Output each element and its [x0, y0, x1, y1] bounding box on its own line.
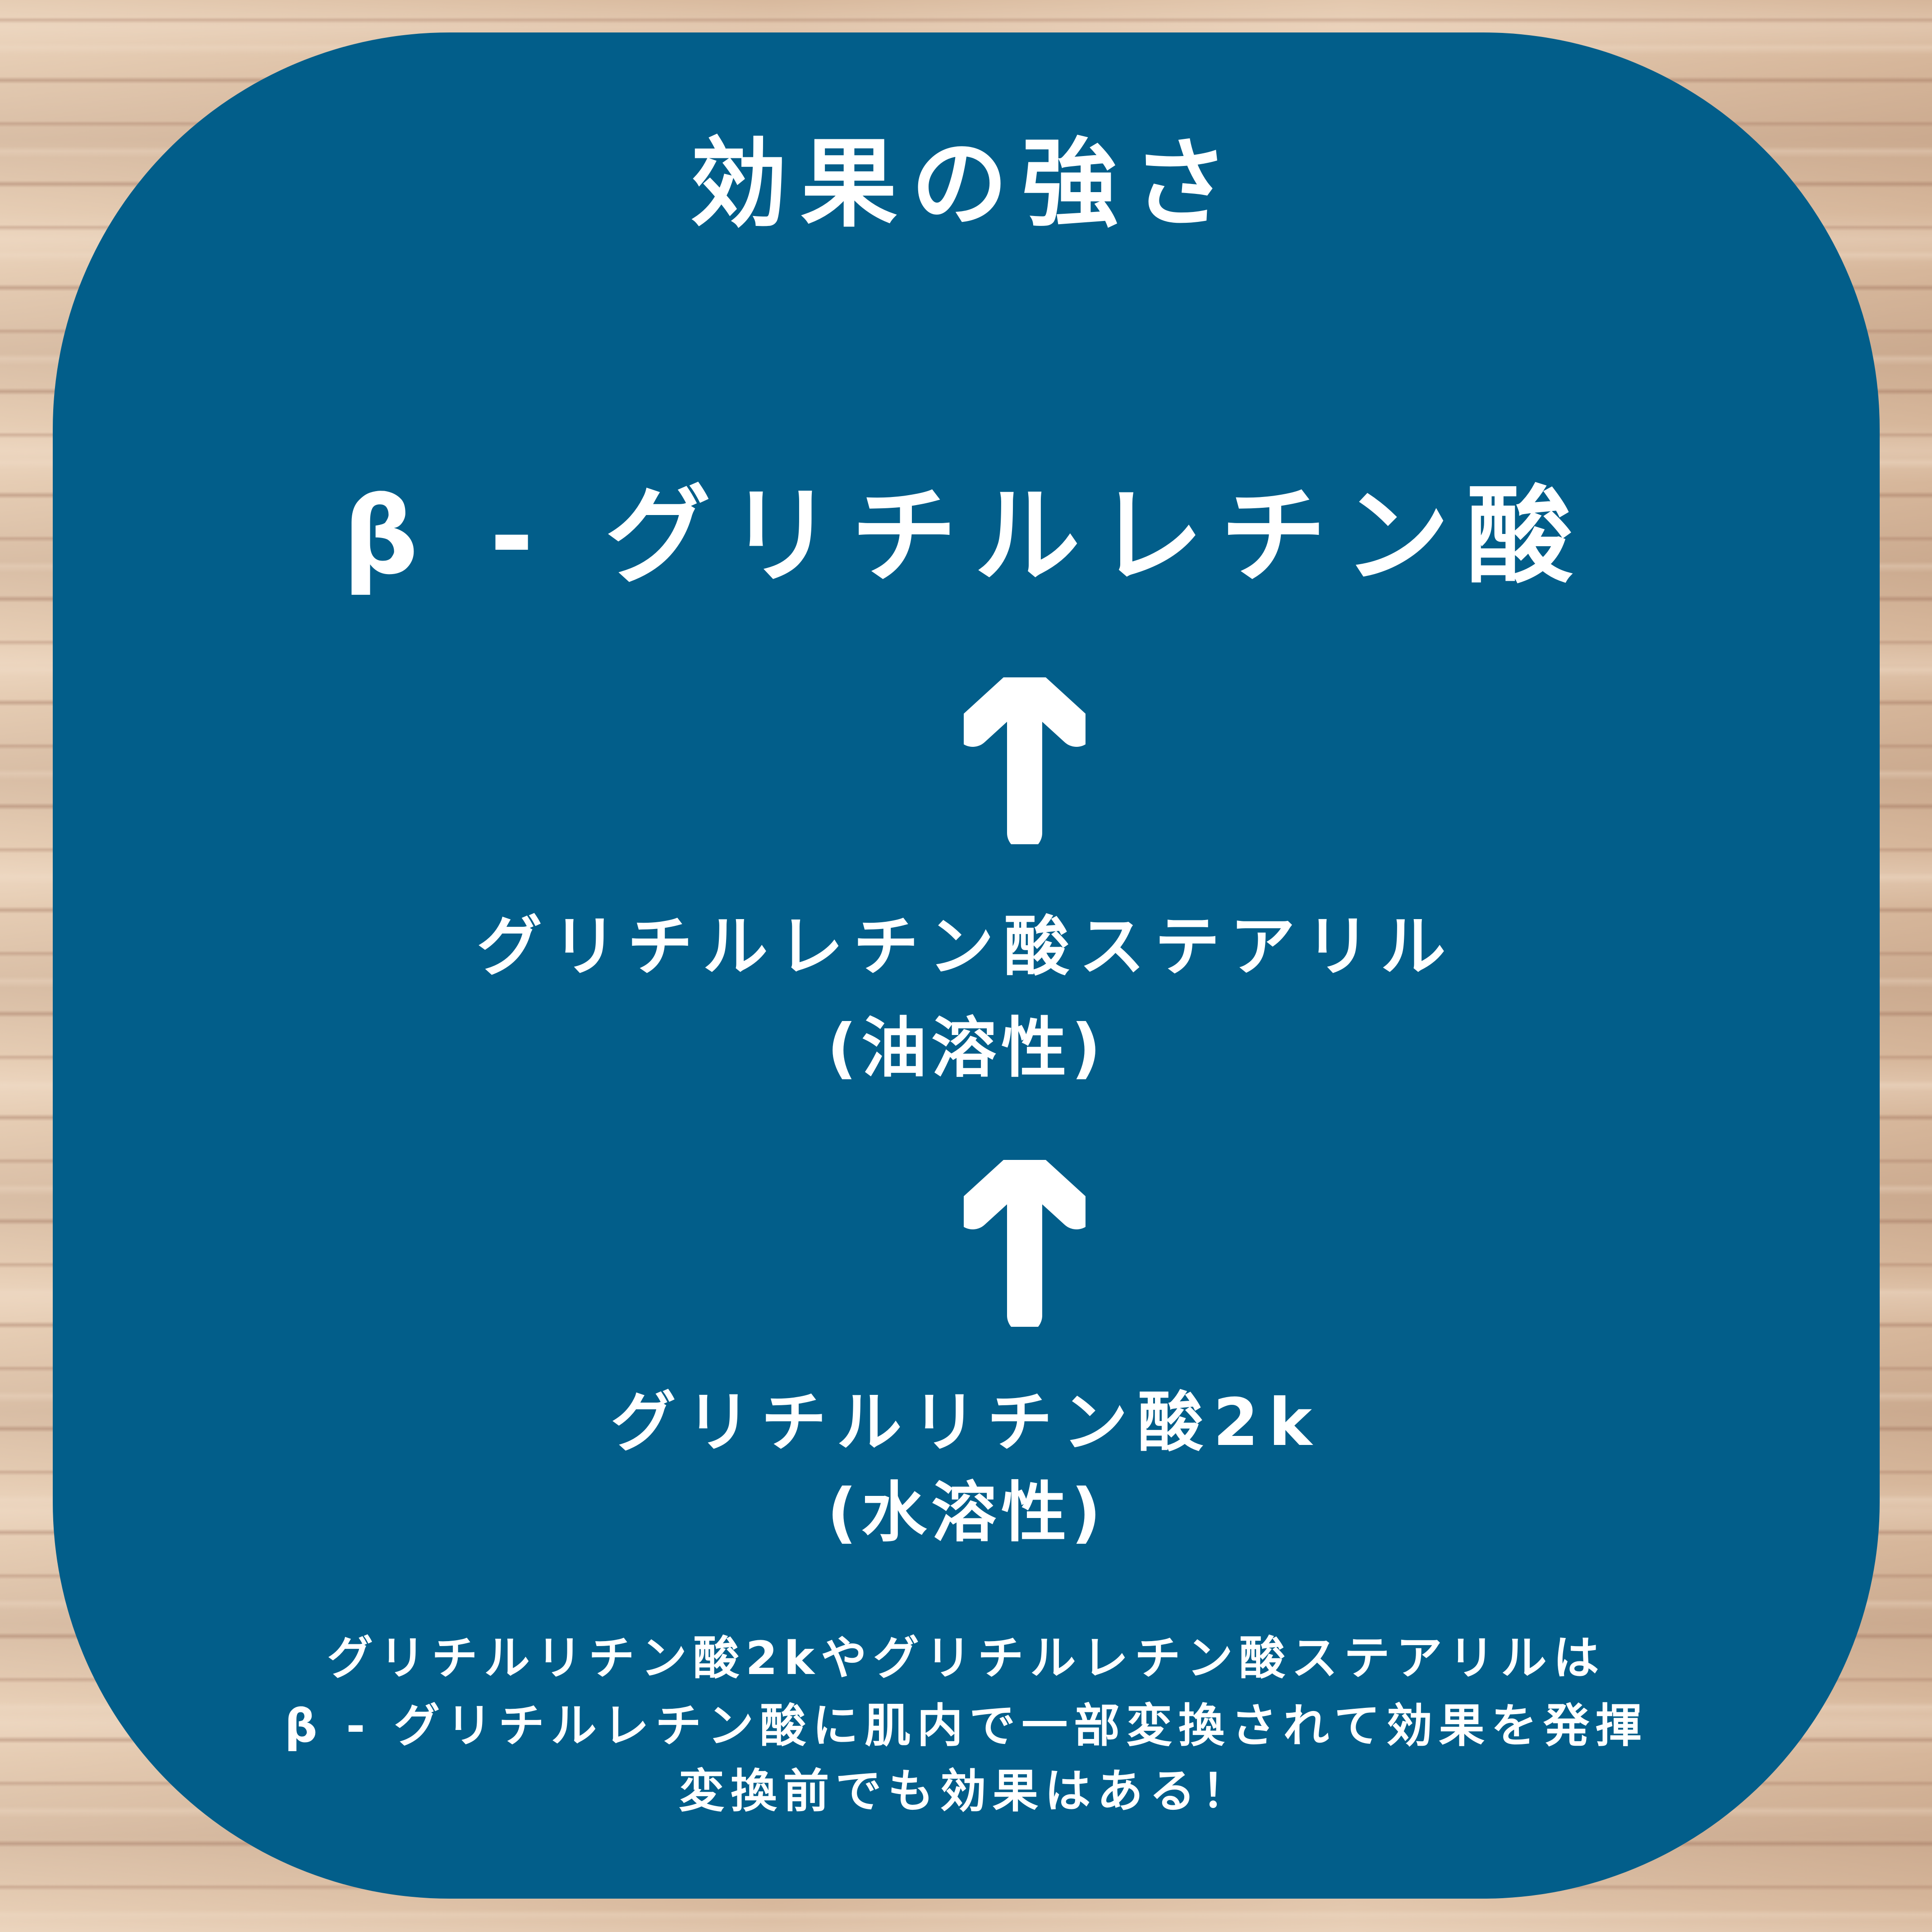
middle-ingredient-solubility: (油溶性): [827, 1010, 1106, 1086]
weakest-ingredient-name: グリチルリチン酸2k: [610, 1385, 1322, 1461]
content-panel: 効果の強さ β - グリチルレチン酸 グリチルレチン酸ステアリル (油溶性) グ…: [53, 32, 1880, 1899]
arrow-up-icon: [964, 1160, 1086, 1327]
arrow-up-icon: [964, 677, 1086, 844]
middle-ingredient-name: グリチルレチン酸ステアリル: [477, 909, 1456, 985]
note-line: グリチルリチン酸2kやグリチルレチン酸ステアリルは: [327, 1632, 1605, 1685]
weakest-ingredient-solubility: (水溶性): [827, 1475, 1106, 1551]
page-title: 効果の強さ: [690, 127, 1242, 240]
note-line: 変換前でも効果はある！: [678, 1765, 1254, 1818]
note-line: β - グリチルレチン酸に肌内で一部変換されて効果を発揮: [284, 1699, 1648, 1753]
strongest-ingredient-name: β - グリチルレチン酸: [342, 475, 1590, 598]
